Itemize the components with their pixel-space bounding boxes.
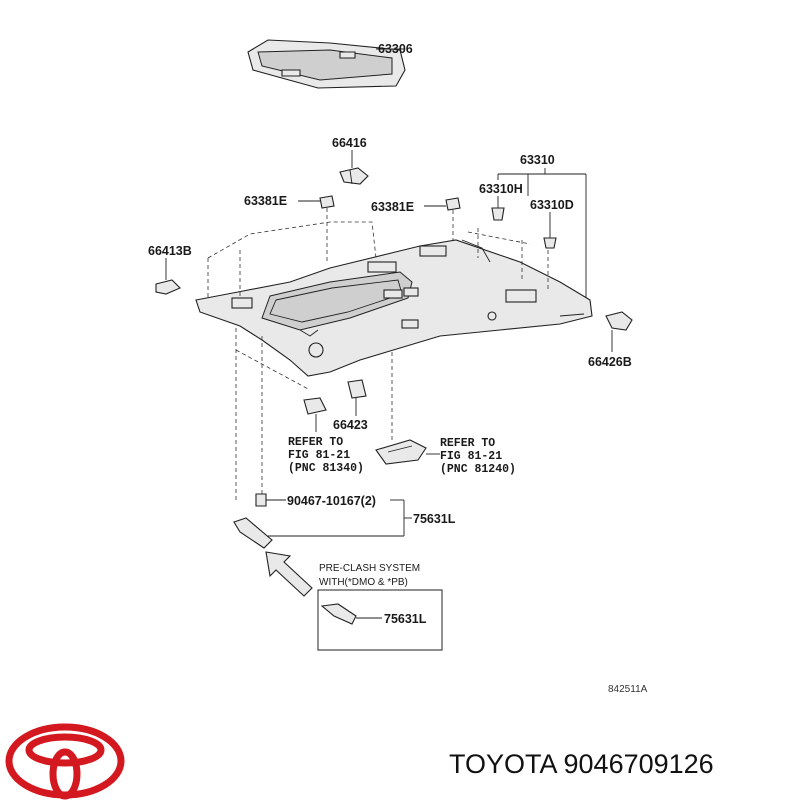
bracket-75631l[interactable]: [233, 517, 273, 549]
toyota-logo-icon: [5, 723, 125, 800]
inset-arrow: [265, 551, 313, 597]
inset-note-line1: PRE-CLASH SYSTEM: [319, 563, 420, 574]
callout-63381e-left: 63381E: [244, 194, 287, 208]
callout-66426b: 66426B: [588, 355, 632, 369]
footer-brand-text: TOYOTA 9046709126: [449, 749, 714, 779]
clip-66423[interactable]: [347, 379, 367, 399]
callout-75631l-inset: 75631L: [384, 612, 427, 626]
callout-63381e-right: 63381E: [371, 200, 414, 214]
clip-63381e-left[interactable]: [319, 195, 335, 209]
clip-63381e-right[interactable]: [445, 197, 461, 211]
callout-63306: 63306: [378, 42, 413, 56]
refer-right-line3: (PNC 81240): [440, 463, 516, 476]
callout-90467: 90467-10167(2): [287, 494, 376, 508]
clip-66413b[interactable]: [155, 279, 181, 295]
inset-note-line2: WITH(*DMO & *PB): [319, 577, 408, 588]
callout-75631l-main: 75631L: [413, 512, 456, 526]
refer-left-line2: FIG 81-21: [288, 449, 350, 462]
callout-63310h: 63310H: [479, 182, 523, 196]
clip-63310d[interactable]: [543, 237, 557, 249]
map-lamp-right[interactable]: [375, 439, 427, 465]
clip-66416[interactable]: [339, 167, 369, 185]
bracket-75631l-inset[interactable]: [320, 603, 357, 625]
refer-right-line2: FIG 81-21: [440, 450, 502, 463]
callout-66423: 66423: [333, 418, 368, 432]
clip-90467[interactable]: [255, 493, 267, 507]
refer-left-line3: (PNC 81340): [288, 462, 364, 475]
callout-66413b: 66413B: [148, 244, 192, 258]
callout-63310d: 63310D: [530, 198, 574, 212]
refer-left-line1: REFER TO: [288, 436, 343, 449]
refer-right-line1: REFER TO: [440, 437, 495, 450]
callout-66416: 66416: [332, 136, 367, 150]
callout-63310: 63310: [520, 153, 555, 167]
roof-headlining[interactable]: [195, 239, 593, 377]
room-lamp-left[interactable]: [303, 397, 327, 415]
grip-66426b[interactable]: [605, 311, 633, 331]
sunshade-panel[interactable]: [247, 39, 406, 89]
inset-box: [317, 589, 443, 651]
clip-63310h[interactable]: [491, 207, 505, 221]
diagram-code: 842511A: [608, 684, 648, 695]
